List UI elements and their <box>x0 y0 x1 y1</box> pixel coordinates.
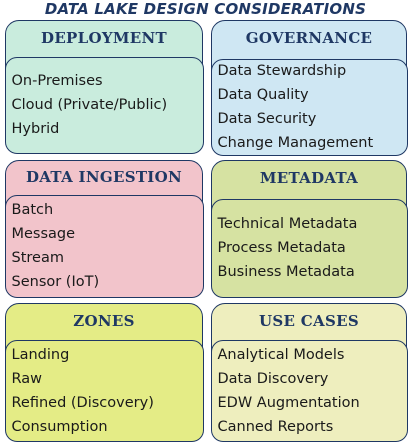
panel-body-zones: Landing Raw Refined (Discovery) Consumpt… <box>4 340 204 442</box>
panel-body-data-ingestion: Batch Message Stream Sensor (IoT) <box>4 195 204 298</box>
list-item: Technical Metadata <box>217 216 358 233</box>
panel-governance: GOVERNANCE Data Stewardship Data Quality… <box>210 20 408 156</box>
list-item: Message <box>11 226 76 243</box>
panel-zones: ZONES Landing Raw Refined (Discovery) Co… <box>4 303 204 442</box>
list-item: Raw <box>11 370 43 387</box>
panel-body-governance: Data Stewardship Data Quality Data Secur… <box>210 59 408 156</box>
list-item: Cloud (Private/Public) <box>11 97 168 114</box>
panel-use-cases: USE CASES Analytical Models Data Discove… <box>210 303 408 442</box>
panel-body-metadata: Technical Metadata Process Metadata Busi… <box>210 199 408 298</box>
list-item: Change Management <box>217 135 374 152</box>
list-item: Data Discovery <box>217 370 329 387</box>
list-item: Hybrid <box>11 121 60 138</box>
panel-header-governance: GOVERNANCE <box>245 29 373 47</box>
list-item: Landing <box>11 346 70 363</box>
list-item: Process Metadata <box>217 240 346 257</box>
list-item: Business Metadata <box>217 264 355 281</box>
list-item: EDW Augmentation <box>217 394 360 411</box>
panel-body-use-cases: Analytical Models Data Discovery EDW Aug… <box>210 340 408 442</box>
list-item: Consumption <box>11 418 108 435</box>
panel-metadata: METADATA Technical Metadata Process Meta… <box>210 160 408 298</box>
page-title: DATA LAKE DESIGN CONSIDERATIONS <box>44 0 367 18</box>
list-item: Refined (Discovery) <box>11 394 154 411</box>
list-item: Analytical Models <box>217 346 345 363</box>
list-item: Batch <box>11 202 54 219</box>
list-item: Canned Reports <box>217 418 334 435</box>
list-item: On-Premises <box>11 73 103 90</box>
panel-deployment: DEPLOYMENT On-Premises Cloud (Private/Pu… <box>4 20 204 154</box>
panel-data-ingestion: DATA INGESTION Batch Message Stream Sens… <box>4 160 204 298</box>
panel-header-metadata: METADATA <box>259 169 359 187</box>
list-item: Data Stewardship <box>217 63 347 80</box>
list-item: Stream <box>11 250 64 267</box>
list-item: Data Security <box>217 111 317 128</box>
panel-header-zones: ZONES <box>73 312 135 330</box>
panel-header-deployment: DEPLOYMENT <box>41 29 167 47</box>
list-item: Sensor (IoT) <box>11 274 100 291</box>
panel-body-deployment: On-Premises Cloud (Private/Public) Hybri… <box>4 57 204 154</box>
panel-header-data-ingestion: DATA INGESTION <box>26 168 182 186</box>
panel-header-use-cases: USE CASES <box>259 312 359 330</box>
list-item: Data Quality <box>217 87 309 104</box>
